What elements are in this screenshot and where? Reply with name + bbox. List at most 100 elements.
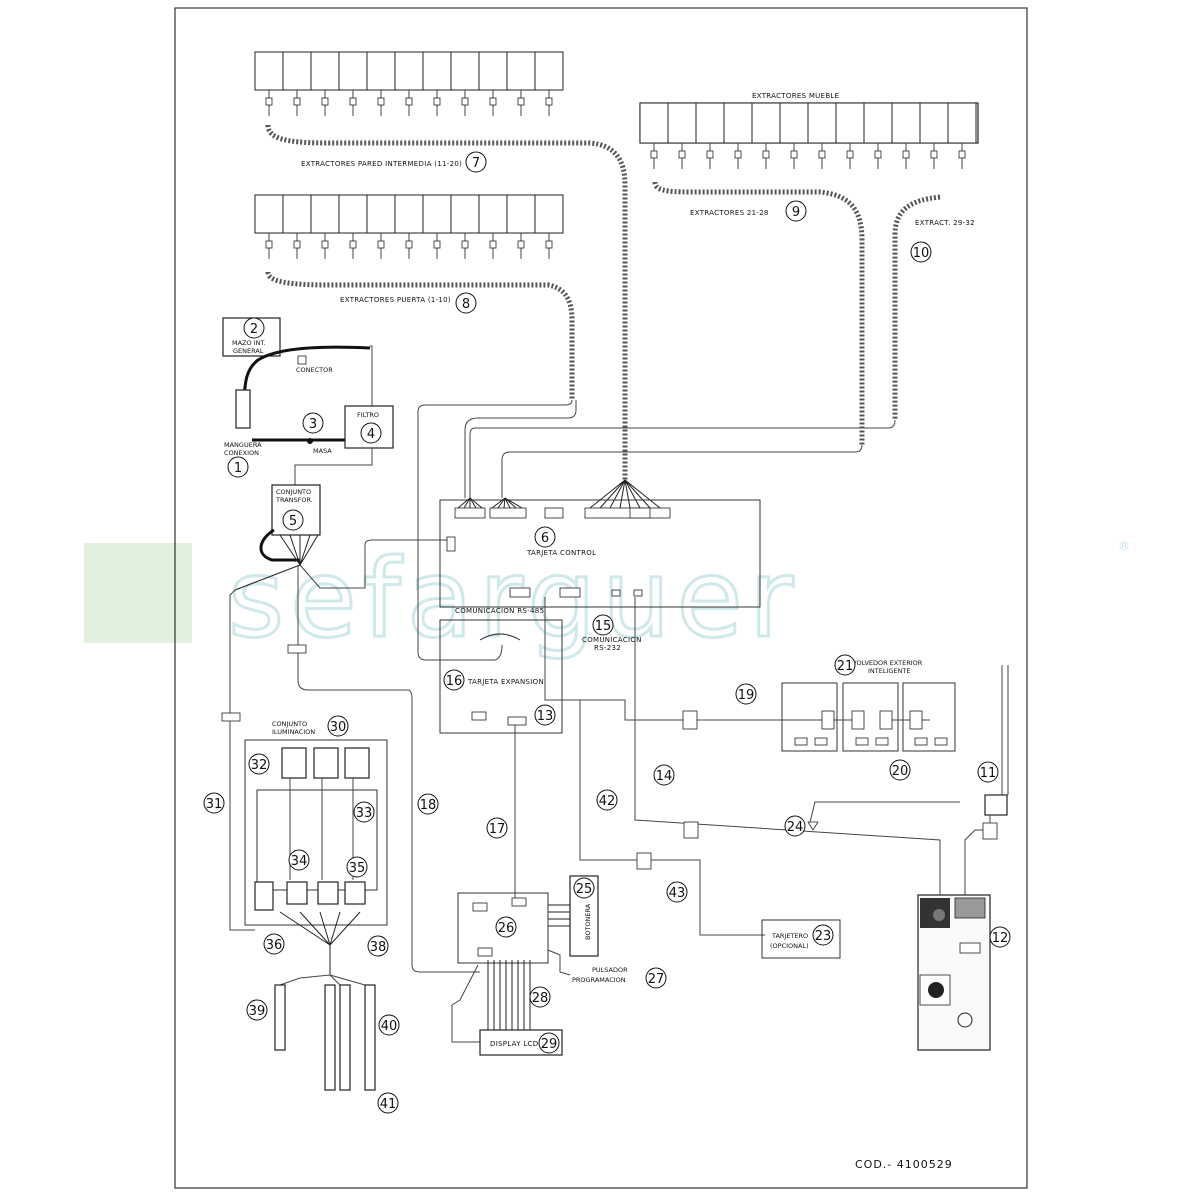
devolvedor-unit-1 <box>781 682 838 752</box>
puerta-fan-connector-1 <box>265 240 273 249</box>
tarjeta-expansion-box <box>439 619 563 734</box>
mueble-fan-6 <box>779 102 809 144</box>
link-connector-1 <box>821 710 835 730</box>
mueble-fan-connector-10 <box>902 150 910 159</box>
watermark-registered: ® <box>1118 539 1130 553</box>
control-connector-3 <box>544 507 564 519</box>
label-comunicacion-rs485: COMUNICACION RS-485 <box>455 607 544 615</box>
label-mazo-1: MAZO INT. <box>232 339 266 347</box>
callout-number-14: 14 <box>656 769 673 784</box>
puerta-fan-11 <box>534 194 564 234</box>
fan-row-mueble <box>639 102 977 169</box>
callout-number-28: 28 <box>532 991 549 1006</box>
label-mazo-2: GENERAL <box>233 347 264 355</box>
fan-row-puerta <box>254 194 564 259</box>
callout-number-8: 8 <box>462 297 470 312</box>
connector-11 <box>982 822 998 840</box>
machine-coin-insert-icon <box>933 909 945 921</box>
mueble-fan-12 <box>947 102 977 144</box>
label-pulsador-1: PULSADOR <box>592 966 628 974</box>
puerta-fan-4 <box>338 194 368 234</box>
watermark-text: sefarguer <box>228 537 799 662</box>
callout-number-21: 21 <box>837 659 854 674</box>
wire-18 <box>297 565 480 973</box>
label-tarjeta-control: TARJETA CONTROL <box>526 549 596 557</box>
control-connector-1 <box>454 507 486 519</box>
mueble-fan-10 <box>891 102 921 144</box>
connector-19 <box>682 710 698 730</box>
label-filtro: FILTRO <box>357 411 379 419</box>
callout-number-27: 27 <box>648 972 665 987</box>
label-extract-29-32: EXTRACT. 29-32 <box>915 219 975 227</box>
label-iluminacion-1: CONJUNTO <box>272 720 307 728</box>
mueble-fan-connector-6 <box>790 150 798 159</box>
bundle-pared-fanout <box>589 479 661 509</box>
tarjeta-expansion: TARJETA EXPANSION COMUNICACION RS-232 <box>439 619 641 734</box>
callout-circle-19 <box>735 683 757 705</box>
callout-number-42: 42 <box>599 794 616 809</box>
board-26-connector-a <box>472 902 488 912</box>
puerta-fan-3 <box>310 194 340 234</box>
expansion-connector-fan <box>479 633 521 641</box>
callout-circle-30 <box>327 715 349 737</box>
puerta-fan-connector-3 <box>321 240 329 249</box>
mueble-fan-connector-4 <box>734 150 742 159</box>
wire-mazo-filtro <box>370 345 373 408</box>
callout-circle-6 <box>534 526 556 548</box>
callout-circle-4 <box>360 422 382 444</box>
pared-fan-8 <box>450 51 480 91</box>
callout-number-9: 9 <box>792 205 800 220</box>
callout-number-38: 38 <box>370 940 387 955</box>
puerta-fan-connector-7 <box>433 240 441 249</box>
conector-plug <box>297 355 307 365</box>
board-harness-routing <box>417 399 896 661</box>
label-manguera-1: MANGUERA <box>224 441 262 449</box>
pared-fan-connector-3 <box>321 97 329 106</box>
bundle-mueble-fanout <box>491 497 523 509</box>
machine-logo-panel <box>919 974 951 1006</box>
wire-24 <box>809 801 960 823</box>
callout-number-43: 43 <box>669 886 686 901</box>
wire-display-power <box>451 964 480 1043</box>
callout-number-19: 19 <box>738 688 755 703</box>
connector-18 <box>287 644 307 654</box>
callout-circle-5 <box>282 509 304 531</box>
tube-39 <box>274 984 286 1051</box>
callout-circle-24 <box>784 815 806 837</box>
callout-number-31: 31 <box>206 797 223 812</box>
callout-circle-42 <box>596 789 618 811</box>
sensor-24 <box>807 821 819 831</box>
component-11 <box>984 794 1008 816</box>
callout-number-36: 36 <box>266 938 283 953</box>
mueble-fan-2 <box>667 102 697 144</box>
ballast-32 <box>281 747 307 779</box>
devolvedor-1-slot-b <box>814 737 828 746</box>
label-iluminacion-2: ILUMINACION <box>272 728 315 736</box>
ballast-33a <box>313 747 339 779</box>
callout-circle-38 <box>367 935 389 957</box>
puerta-fan-5 <box>366 194 396 234</box>
wire-filtro-transformador <box>294 448 373 485</box>
pared-fan-6 <box>394 51 424 91</box>
mueble-fan-7 <box>807 102 837 144</box>
callout-number-35: 35 <box>349 861 366 876</box>
wire-puerta-to-expansion <box>417 399 573 661</box>
coin-mechanism-12 <box>917 894 991 1051</box>
callout-number-3: 3 <box>309 417 317 432</box>
ballast-33b <box>344 747 370 779</box>
devolvedor-3-slot-a <box>914 737 928 746</box>
puerta-fan-connector-6 <box>405 240 413 249</box>
transformador-loop <box>259 528 300 562</box>
label-comunicacion-rs232-2: RS-232 <box>594 644 621 652</box>
callout-number-29: 29 <box>541 1037 558 1052</box>
callout-number-6: 6 <box>541 531 549 546</box>
board-26-connector-c <box>477 947 493 957</box>
control-connector-2 <box>489 507 527 519</box>
callout-circle-25 <box>573 877 595 899</box>
callout-number-5: 5 <box>289 514 297 529</box>
ribbon-28 <box>487 960 531 1030</box>
mueble-fan-connector-8 <box>846 150 854 159</box>
socket-34b <box>317 881 339 905</box>
callout-number-17: 17 <box>489 822 506 837</box>
link-connector-4 <box>909 710 923 730</box>
